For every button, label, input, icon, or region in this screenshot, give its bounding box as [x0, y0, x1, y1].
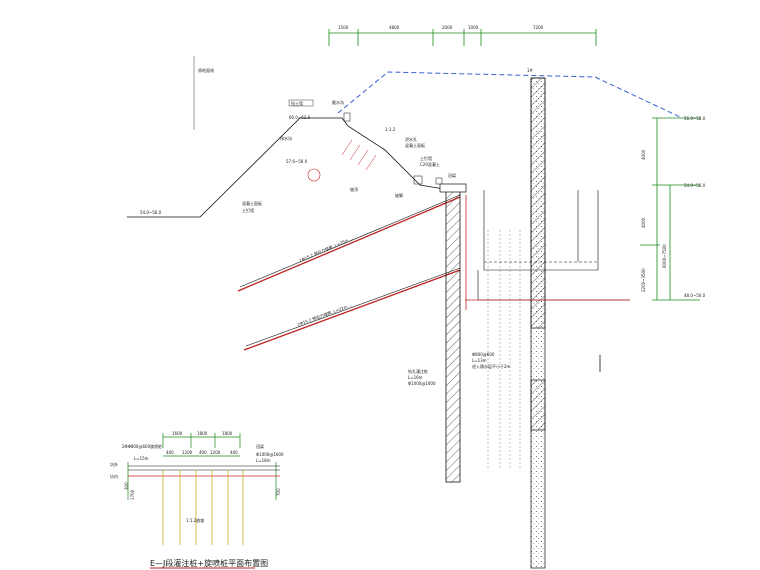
ditch-detail: [343, 112, 351, 122]
note-ditch: 截水沟: [332, 99, 344, 105]
right-dim-4: 2200~3500: [641, 268, 646, 292]
plan-dim-mid-3: 400: [199, 450, 207, 455]
pile-length: L=16m: [408, 375, 423, 380]
plan-slope-label: 1:1.2放坡: [186, 517, 204, 523]
note-concrete: C20混凝土: [420, 161, 440, 167]
note-text-a: 混凝土面板: [242, 200, 262, 206]
note-slope-foot: 坡脚: [395, 192, 403, 198]
plan-left-dim-2: 1700: [130, 489, 135, 500]
plan-dim-top-2: 1800: [197, 431, 208, 436]
top-dim-2: 4800: [389, 25, 400, 30]
plan-left-dim-1: 300: [124, 482, 129, 490]
jet-length: L=13m: [472, 358, 487, 363]
elev-right-top: 56.0~58.0: [684, 116, 706, 121]
existing-pile-upper: [530, 77, 546, 329]
top-dimension-chain: [328, 29, 597, 46]
excavation-line-label: 原地面线: [198, 67, 214, 73]
plan-outside-label: 坑外: [110, 461, 118, 467]
original-ground-line: [337, 71, 681, 118]
note-weephole: 泄水孔: [405, 136, 417, 142]
plan-view: 1600 1800 1800 400 1200 400 1200 400 坑外 …: [110, 431, 284, 545]
crown-beam: [439, 183, 467, 193]
plan-dim-mid-4: 1200: [210, 450, 221, 455]
plan-dim-mid-5: 400: [230, 450, 238, 455]
note-soilnail: 土钉墙: [420, 155, 432, 161]
drainage-circle: [307, 168, 321, 182]
plan-inside-label: 坑内: [110, 473, 118, 479]
elev-label-top: 60.0~62.0: [289, 115, 311, 120]
plan-jet-label: 2ΦΦ800@600旋喷桩: [122, 443, 162, 449]
jet-note: 进入隔水层不小于2m: [472, 363, 511, 369]
elev-label-mid: 57.6~56.0: [286, 159, 308, 164]
note-drain: 排水沟: [280, 135, 292, 141]
foot-ditch-detail: [413, 175, 423, 185]
jet-spec: Φ800@600: [472, 352, 495, 357]
terrain-slope: [127, 117, 451, 218]
plan-right-dim: 700: [276, 488, 281, 496]
anchor1-label: 2Φ15.2 预应力锚索, L=25m ...: [298, 235, 354, 263]
right-dim-3: 6000~7500: [662, 244, 667, 268]
plan-title: E—J段灌注桩+旋喷桩平面布置图: [150, 558, 268, 568]
plan-dim-mid-1: 400: [166, 450, 174, 455]
top-dim-4: 1000: [468, 25, 479, 30]
elev-right-mid: 54.0~56.0: [684, 183, 706, 188]
beam-detail: [435, 177, 443, 185]
top-dim-3: 2000: [442, 25, 453, 30]
jet-grout-zone: [487, 230, 521, 470]
elev-label-left: 54.0~56.0: [140, 210, 162, 215]
top-dim-5: 7200: [533, 25, 544, 30]
elev-right-bottom: 48.0~50.0: [684, 293, 706, 298]
note-panel: 混凝土面板: [405, 142, 425, 148]
right-dimension-chain: [640, 117, 700, 301]
existing-pile-mid: [530, 379, 546, 431]
anchor-cable-2: [243, 267, 461, 351]
anchor-cable-1: [237, 194, 461, 292]
slope-notes: 挡土墙 截水沟 排水沟 1:1.2 泄水孔 混凝土面板 土钉墙 C20混凝土 坡…: [242, 99, 456, 213]
bored-pile: [445, 189, 461, 483]
right-dim-2: 4000: [641, 217, 646, 228]
note-text-b: 土钉墙: [242, 207, 254, 213]
existing-pile-tag: 1#: [527, 68, 534, 73]
slope-ratio-label: 1:1.2: [385, 127, 396, 132]
plan-crown-label: 冠梁: [256, 443, 264, 449]
plan-dim-mid-2: 1200: [182, 450, 193, 455]
top-dim-1: 1500: [338, 25, 349, 30]
plan-dim-top-1: 1600: [172, 431, 183, 436]
plan-l18: L=18m: [256, 458, 271, 463]
anchor2-label: 2Φ15.2 预应力锚索, L=22m ...: [296, 301, 353, 327]
pile-label: 钻孔灌注桩: [408, 368, 428, 374]
basement-outline: [477, 190, 630, 301]
note-crown-beam: 冠梁: [448, 172, 456, 178]
note-retaining-wall: 挡土墙: [291, 100, 303, 106]
note-slope-top: 坡顶: [350, 186, 358, 192]
plan-l15: L=15m: [134, 456, 149, 461]
pile-spec: Φ1000@1600: [408, 381, 436, 386]
right-dim-1: 4000: [641, 149, 646, 160]
slope-hatch: [341, 139, 377, 171]
plan-dim-top-3: 1800: [222, 431, 233, 436]
plan-pile-spec: Φ1000@1600: [256, 452, 284, 457]
